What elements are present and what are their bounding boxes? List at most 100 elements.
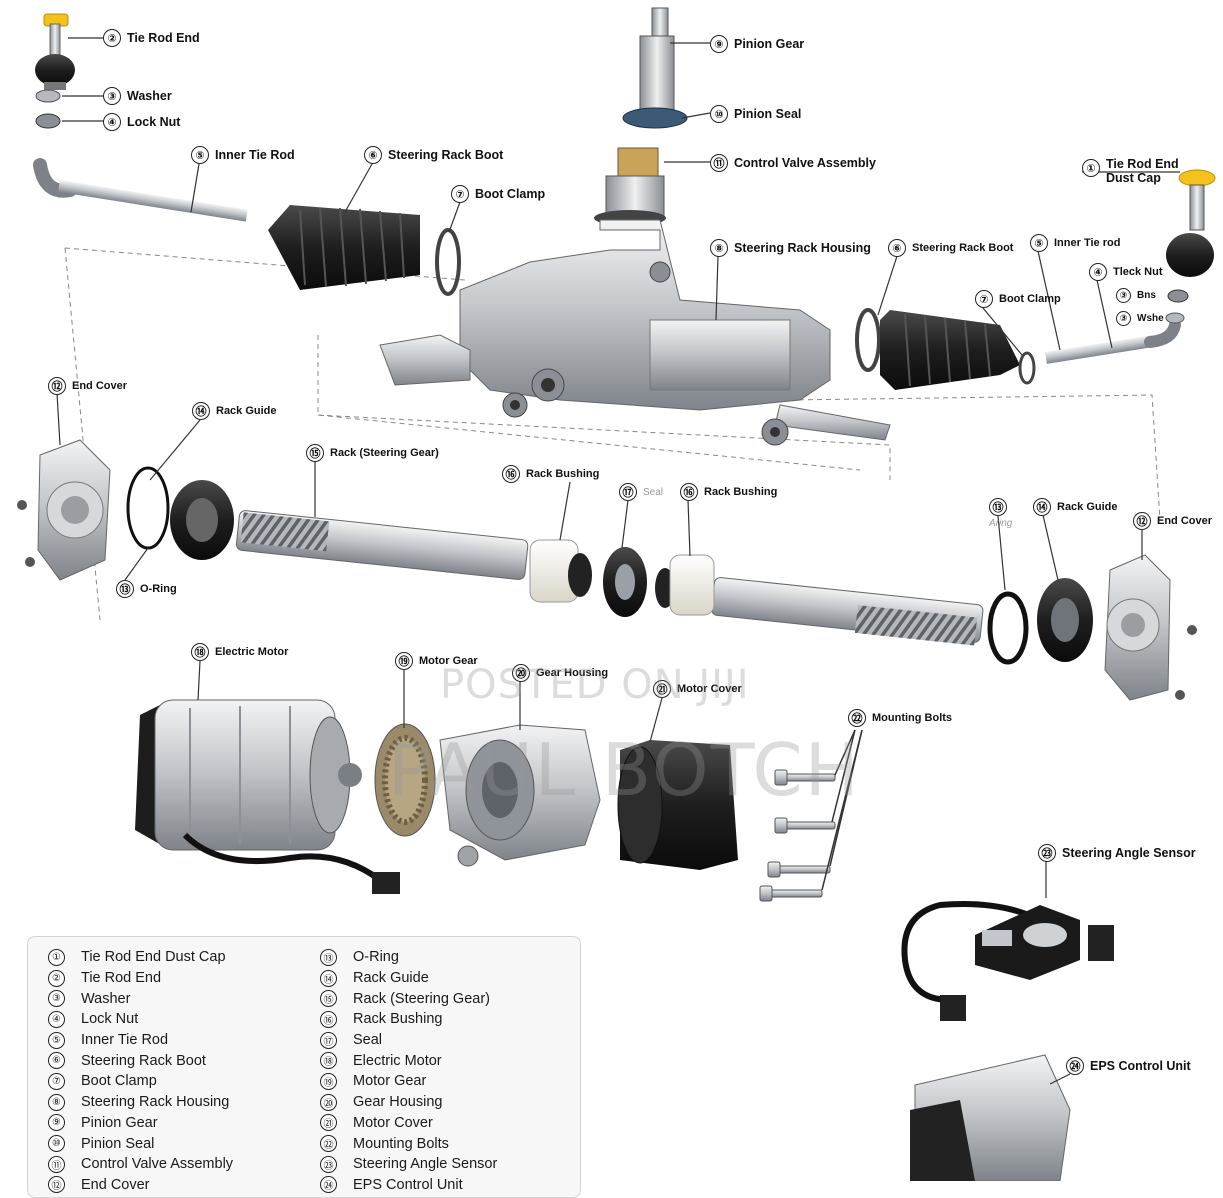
legend-item: ④ Lock Nut: [48, 1009, 233, 1030]
steering-rack-housing: [379, 219, 891, 446]
legend-label: Steering Angle Sensor: [353, 1156, 498, 1173]
tie-rod-end-right: [1166, 169, 1216, 277]
legend-number: ⑮: [320, 990, 337, 1008]
control-valve-assembly: [594, 147, 666, 226]
seal-inner: [615, 564, 635, 600]
legend-label: Inner Tie Rod: [81, 1032, 169, 1049]
legend-label: Steering Rack Housing: [81, 1094, 230, 1111]
legend-number: ㉒: [320, 1135, 337, 1153]
inner-tie-rod-right: [1045, 319, 1181, 364]
rack-steering-gear: [235, 510, 984, 646]
legend-label: Pinion Gear: [81, 1114, 158, 1131]
washer-right: [1165, 312, 1185, 324]
legend-label: Mounting Bolts: [353, 1135, 449, 1152]
legend-number: ㉓: [320, 1155, 337, 1173]
rack-bushing-left: [529, 539, 592, 603]
legend-label: Motor Gear: [353, 1073, 427, 1090]
legend-number: ③: [48, 990, 65, 1008]
legend-number: ⑱: [320, 1052, 337, 1070]
inner-tie-rod-left: [33, 158, 248, 222]
legend-number: ⑯: [320, 1010, 337, 1028]
eps-control-unit: [910, 1054, 1071, 1181]
pinion-seal: [622, 107, 688, 129]
legend-number: ⑨: [48, 1114, 65, 1132]
legend-label: Rack Guide: [353, 970, 429, 987]
tie-rod-end-left: [35, 13, 75, 90]
washer-left: [35, 89, 61, 103]
legend-item: ③ Washer: [48, 988, 233, 1009]
o-ring-left: [126, 466, 170, 550]
o-ring-right: [987, 591, 1029, 665]
legend-label: Washer: [81, 990, 131, 1007]
electric-motor: [135, 699, 400, 894]
legend-number: ⑲: [320, 1072, 337, 1090]
legend-number: ⑤: [48, 1031, 65, 1049]
legend-number: ⑪: [48, 1155, 65, 1173]
legend-label: Tie Rod End Dust Cap: [81, 949, 226, 966]
legend-item: ⑨ Pinion Gear: [48, 1113, 233, 1134]
legend-label: Seal: [353, 1032, 383, 1049]
legend-label: Tie Rod End: [81, 970, 162, 987]
legend-number: ④: [48, 1010, 65, 1028]
legend-label: Lock Nut: [81, 1011, 139, 1028]
legend-label: O-Ring: [353, 949, 399, 966]
legend-number: ⑫: [48, 1176, 65, 1194]
steering-angle-sensor: [901, 901, 1114, 1021]
bolt-leader-lines: [821, 729, 863, 891]
legend-number: ⑦: [48, 1072, 65, 1090]
callout-tie-rod-end-dust-cap: ① Tie Rod End Dust Cap: [1082, 157, 1179, 185]
legend-number: ②: [48, 969, 65, 987]
rack-bushing-right: [655, 554, 715, 616]
legend-label: Control Valve Assembly: [81, 1156, 234, 1173]
legend-number: ㉔: [320, 1176, 337, 1194]
legend-number: ⑰: [320, 1031, 337, 1049]
legend-label: Motor Cover: [353, 1114, 433, 1131]
legend-item: ⑮ Rack (Steering Gear): [320, 988, 497, 1009]
rack-boot-right: [880, 310, 1020, 390]
gear-housing: [439, 724, 601, 867]
legend-item: ㉒ Mounting Bolts: [320, 1133, 497, 1154]
rack-boot-left: [268, 205, 420, 290]
boot-clamp-right-b: [1018, 351, 1036, 385]
legend-item: ⑰ Seal: [320, 1030, 497, 1051]
lock-nut-left: [35, 113, 61, 129]
legend-label: Rack (Steering Gear): [353, 990, 490, 1007]
legend-number: ⑩: [48, 1135, 65, 1153]
legend-item: ⑲ Motor Gear: [320, 1071, 497, 1092]
